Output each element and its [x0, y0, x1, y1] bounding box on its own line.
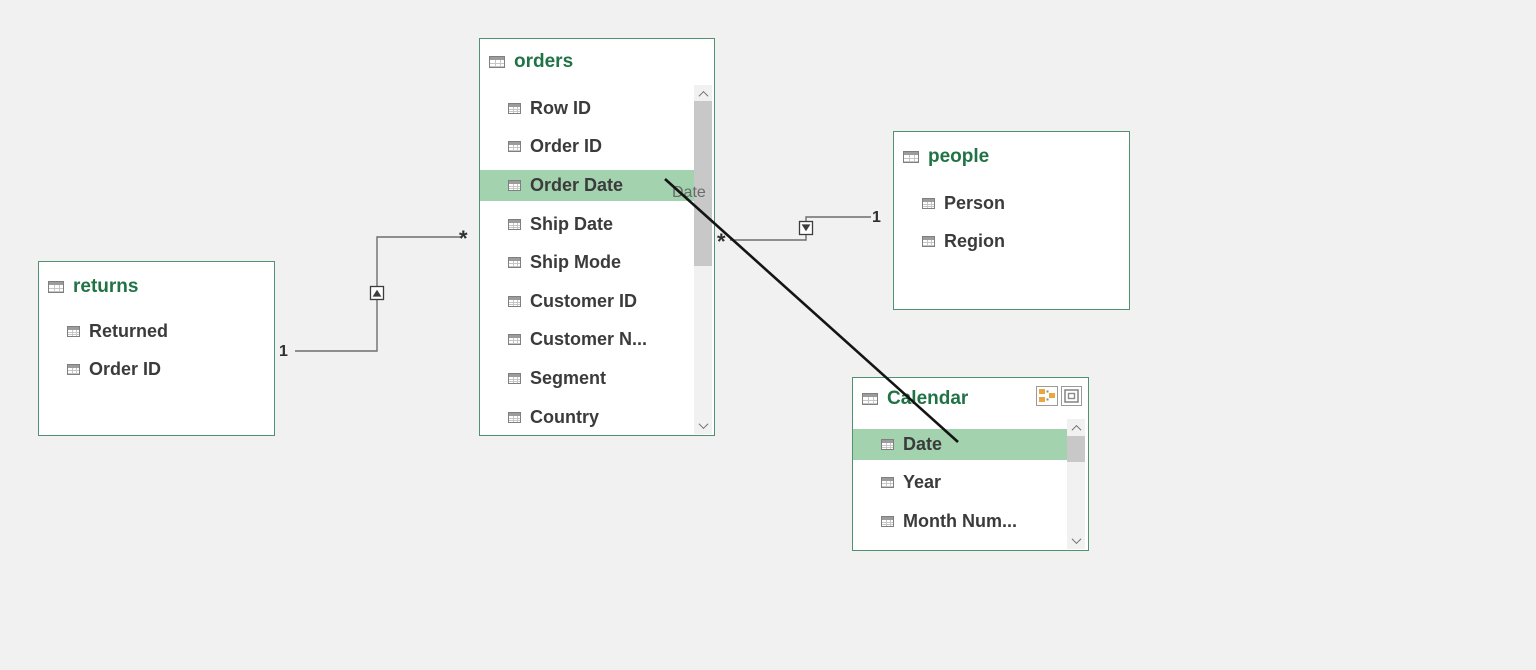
table-people[interactable]: people Person Region	[893, 131, 1130, 310]
field-segment[interactable]: Segment	[480, 359, 695, 398]
table-icon	[862, 393, 878, 405]
field-icon	[922, 236, 935, 248]
table-people-header[interactable]: people	[894, 132, 1129, 168]
field-date-selected[interactable]: Date	[853, 425, 1069, 464]
field-icon	[508, 295, 521, 307]
field-icon	[881, 477, 894, 489]
cardinality-many-label: *	[717, 229, 726, 254]
filter-direction-box[interactable]	[798, 220, 814, 236]
field-label: Order Date	[530, 174, 624, 195]
field-label: Ship Mode	[530, 252, 621, 273]
field-month-number[interactable]: Month Num...	[853, 502, 1069, 541]
table-orders[interactable]: orders Row ID Order ID Order Date Ship D…	[479, 38, 715, 436]
field-label: Ship Date	[530, 213, 614, 234]
field-icon	[508, 372, 521, 384]
field-icon	[508, 257, 521, 269]
field-icon	[508, 102, 521, 114]
field-icon	[508, 218, 521, 230]
table-orders-header[interactable]: orders	[480, 39, 714, 73]
field-country[interactable]: Country	[480, 398, 695, 437]
field-icon	[508, 411, 521, 423]
field-row-id[interactable]: Row ID	[480, 89, 695, 128]
field-icon	[508, 179, 521, 191]
create-hierarchy-icon[interactable]	[1036, 386, 1058, 411]
table-orders-title: orders	[514, 51, 574, 72]
field-label: Country	[530, 406, 599, 427]
field-label: Order ID	[530, 136, 603, 157]
field-customer-id[interactable]: Customer ID	[480, 282, 695, 321]
table-calendar[interactable]: Calendar	[852, 377, 1089, 551]
field-year[interactable]: Year	[853, 464, 1069, 503]
scroll-down-arrow-icon[interactable]	[1067, 532, 1085, 548]
table-calendar-title: Calendar	[887, 388, 969, 409]
field-icon	[508, 141, 521, 153]
filter-direction-box[interactable]	[369, 285, 385, 301]
field-icon	[508, 334, 521, 346]
table-icon	[903, 151, 919, 163]
field-order-id[interactable]: Order ID	[480, 128, 695, 167]
field-label: Region	[944, 231, 1005, 252]
table-icon	[48, 281, 64, 293]
filter-direction-down-arrow-icon	[801, 224, 811, 232]
field-order-date-selected[interactable]: Order Date	[480, 166, 695, 205]
field-label: Returned	[89, 320, 169, 341]
field-icon	[881, 515, 894, 527]
orders-scrollbar[interactable]	[694, 85, 712, 434]
field-label: Order ID	[89, 359, 162, 380]
field-label: Person	[944, 192, 1006, 213]
field-ship-date[interactable]: Ship Date	[480, 205, 695, 244]
field-label: Customer N...	[530, 329, 648, 350]
table-returns-header[interactable]: returns	[39, 262, 274, 298]
relationship-line-returns-orders[interactable]	[295, 236, 462, 352]
field-customer-name[interactable]: Customer N...	[480, 321, 695, 360]
maximize-icon[interactable]	[1061, 386, 1082, 411]
calendar-scrollbar-thumb[interactable]	[1067, 436, 1085, 462]
drag-field-tooltip: Date	[672, 184, 706, 201]
table-returns-title: returns	[73, 276, 139, 297]
field-region[interactable]: Region	[894, 223, 1129, 262]
field-icon	[67, 325, 80, 337]
calendar-scrollbar[interactable]	[1067, 419, 1085, 549]
field-returned[interactable]: Returned	[39, 312, 274, 351]
scroll-up-arrow-icon[interactable]	[1067, 420, 1085, 436]
cardinality-one-label: 1	[872, 209, 881, 226]
filter-direction-up-arrow-icon	[372, 289, 382, 297]
field-person[interactable]: Person	[894, 184, 1129, 223]
table-people-title: people	[928, 146, 990, 167]
field-label: Customer ID	[530, 290, 638, 311]
cardinality-one-label: 1	[279, 343, 288, 360]
field-ship-mode[interactable]: Ship Mode	[480, 243, 695, 282]
field-icon	[67, 364, 80, 376]
field-label: Row ID	[530, 97, 591, 118]
cardinality-many-label: *	[459, 226, 468, 251]
relationship-line-people-orders[interactable]	[730, 216, 871, 241]
scroll-down-arrow-icon[interactable]	[694, 417, 712, 433]
table-returns[interactable]: returns Returned Order ID	[38, 261, 275, 436]
table-icon	[489, 56, 505, 68]
field-order-id[interactable]: Order ID	[39, 351, 274, 390]
field-label: Date	[903, 433, 943, 454]
field-label: Year	[903, 472, 942, 493]
field-icon	[922, 197, 935, 209]
field-label: Month Num...	[903, 510, 1017, 531]
field-icon	[881, 438, 894, 450]
field-label: Segment	[530, 367, 607, 388]
scroll-up-arrow-icon[interactable]	[694, 86, 712, 102]
